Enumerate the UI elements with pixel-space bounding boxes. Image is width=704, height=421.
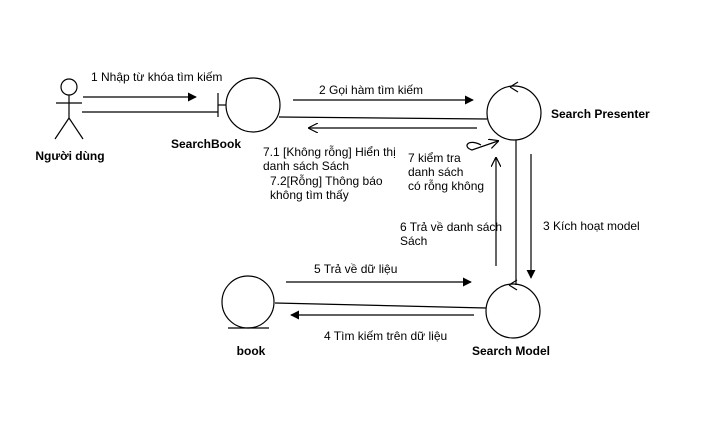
message-m3: 3 Kích hoạt model	[543, 219, 640, 233]
control-search-presenter	[486, 81, 542, 141]
presenter-label: Search Presenter	[551, 107, 650, 121]
message-m5: 5 Trả về dữ liệu	[314, 262, 398, 276]
boundary-label: SearchBook	[170, 137, 242, 151]
association-lines	[82, 111, 517, 309]
message-m7: 7 kiểm tra danh sách có rỗng không	[408, 151, 485, 193]
control-search-model	[485, 279, 541, 339]
model-label: Search Model	[471, 344, 551, 358]
message-arrows	[83, 92, 536, 320]
actor-label: Người dùng	[35, 149, 105, 163]
link-boundary-presenter	[278, 116, 488, 120]
message-m71: 7.1 [Không rỗng] Hiển thị danh sách Sách	[263, 145, 396, 173]
boundary-searchbook	[217, 77, 281, 133]
message-m6: 6 Trả về danh sách Sách	[400, 220, 503, 248]
entity-label: book	[236, 344, 266, 358]
message-m4: 4 Tìm kiếm trên dữ liệu	[324, 329, 448, 343]
message-m72: 7.2[Rỗng] Thông báo không tìm thấy	[270, 174, 383, 202]
entity-book	[221, 275, 275, 329]
message-m2: 2 Gọi hàm tìm kiếm	[319, 83, 424, 97]
arrow-m7-self	[466, 141, 498, 151]
link-model-book	[274, 302, 487, 309]
actor-user	[54, 78, 84, 140]
message-m1: 1 Nhập từ khóa tìm kiếm	[91, 70, 223, 84]
